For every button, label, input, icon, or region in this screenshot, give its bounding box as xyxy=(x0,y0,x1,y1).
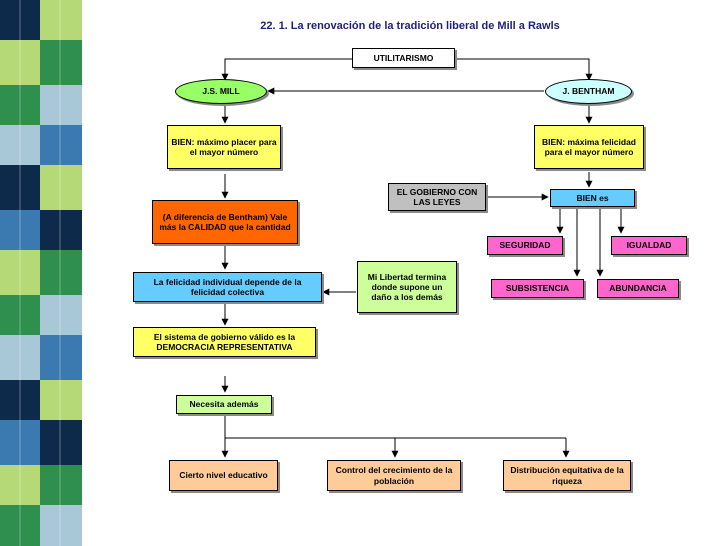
node-seguridad: SEGURIDAD xyxy=(487,236,563,255)
node-libertad: Mi Libertad termina donde supone un daño… xyxy=(357,261,457,313)
node-distribucion: Distribución equitativa de la riqueza xyxy=(503,460,631,491)
node-calidad: (A diferencia de Bentham) Vale más la CA… xyxy=(152,200,298,244)
node-sistema: El sistema de gobierno válido es la DEMO… xyxy=(133,327,316,357)
node-gobierno: EL GOBIERNO CON LAS LEYES xyxy=(388,183,486,211)
node-educativo: Cierto nivel educativo xyxy=(169,460,278,491)
edge-utilitarismo-mill xyxy=(221,58,352,81)
edge-necesita-branch xyxy=(224,415,566,439)
node-felicidad: La felicidad individual depende de la fe… xyxy=(133,272,322,302)
node-crecimiento: Control del crecimiento de la población xyxy=(327,460,461,491)
node-js-mill: J.S. MILL xyxy=(175,79,267,104)
node-igualdad: IGUALDAD xyxy=(611,236,687,255)
node-bentham: J. BENTHAM xyxy=(545,79,632,104)
node-abundancia: ABUNDANCIA xyxy=(597,279,679,298)
node-bien-bentham: BIEN: máxima felicidad para el mayor núm… xyxy=(534,125,644,169)
page-title: 22. 1. La renovación de la tradición lib… xyxy=(260,20,560,32)
node-utilitarismo: UTILITARISMO xyxy=(352,48,455,68)
node-subsistencia: SUBSISTENCIA xyxy=(491,279,584,298)
node-bien-es: BIEN es xyxy=(550,189,635,207)
decorative-stripe-band xyxy=(0,0,82,546)
edge-utilitarismo-bentham xyxy=(455,58,593,81)
node-necesita: Necesita además xyxy=(176,395,272,414)
node-bien-mill: BIEN: máximo placer para el mayor número xyxy=(167,125,281,169)
